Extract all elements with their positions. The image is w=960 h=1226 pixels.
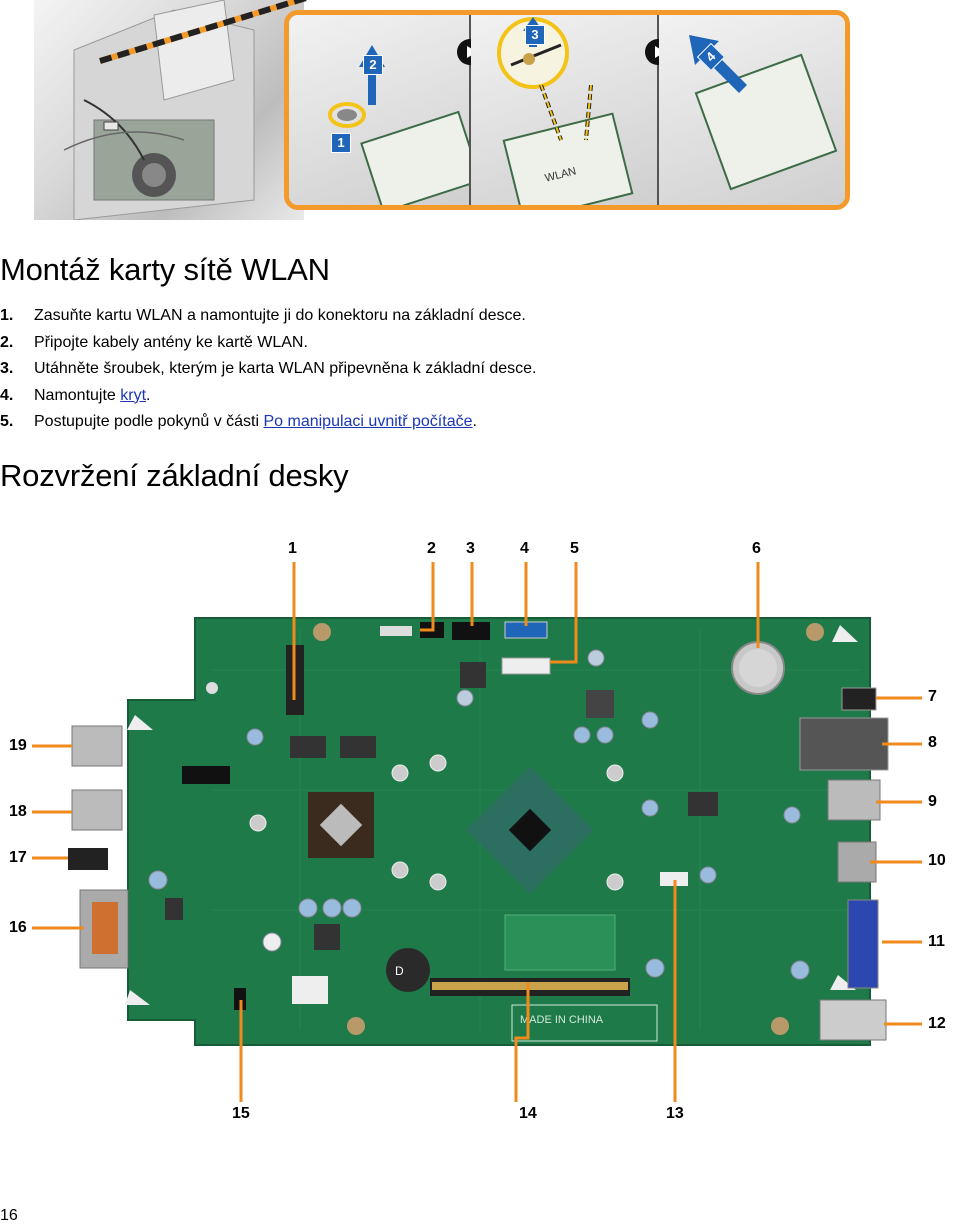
connector-13 (660, 872, 688, 886)
callout-3: 3 (466, 540, 475, 557)
link-cover[interactable]: kryt (120, 386, 147, 404)
mounting-hole (806, 623, 824, 641)
step-item: 5. Postupujte podle pokynů v části Po man… (0, 411, 536, 438)
svg-text:D: D (395, 964, 404, 978)
callout-1: 1 (288, 540, 297, 557)
motherboard-layout-figure: D (0, 530, 960, 1150)
steps-frame: 1 2 WLAN 3 (284, 10, 850, 210)
callout-14: 14 (519, 1105, 537, 1122)
arrow-diagonal-icon (689, 35, 747, 93)
callout-5: 5 (570, 540, 579, 557)
step-panel-2: WLAN 3 (471, 15, 657, 205)
port-18 (71, 789, 123, 831)
section-title-wlan-install: Montáž karty sítě WLAN (0, 252, 330, 287)
callout-8: 8 (928, 734, 937, 751)
port-10 (837, 841, 877, 883)
step-item: 3. Utáhněte šroubek, kterým je karta WLAN… (0, 358, 536, 385)
callout-19: 19 (9, 737, 27, 754)
mounting-hole (771, 1017, 789, 1035)
callout-6: 6 (752, 540, 761, 557)
wlan-installation-figure: 1 2 WLAN 3 (34, 0, 856, 222)
card-label: WLAN (543, 165, 578, 185)
panel-divider (469, 15, 471, 205)
step-panel-3: 4 (659, 15, 845, 205)
callout-7: 7 (928, 688, 937, 705)
step-item: 4. Namontujte kryt. (0, 385, 536, 412)
callout-4: 4 (520, 540, 529, 557)
dell-logo (386, 948, 430, 992)
step-badge-2: 2 (363, 55, 383, 75)
callout-10: 10 (928, 852, 946, 869)
sata-power-connector (501, 657, 551, 675)
callout-11: 11 (928, 933, 945, 950)
step-text: Zasuňte kartu WLAN a namontujte ji do ko… (34, 307, 526, 324)
step-text-end: . (146, 386, 151, 404)
port-17 (68, 848, 108, 870)
mounting-hole (206, 682, 218, 694)
pin-header-15 (234, 988, 246, 1010)
callout-12: 12 (928, 1015, 946, 1032)
step-text: Utáhněte šroubek, kterým je karta WLAN p… (34, 360, 537, 377)
callout-18: 18 (9, 803, 27, 820)
callout-17: 17 (9, 849, 27, 866)
label-sticker (292, 976, 328, 1004)
antenna-connector-zoom-icon (497, 17, 569, 89)
arrow-up-icon (359, 45, 385, 105)
port-11 (847, 899, 879, 989)
case-drawing (63, 0, 255, 221)
board-marking: MADE IN CHINA (520, 1014, 604, 1026)
computer-case-photo (34, 0, 304, 221)
step-badge-3: 3 (525, 25, 545, 45)
mounting-hole (313, 623, 331, 641)
panel-divider (657, 15, 659, 205)
power-header (452, 622, 490, 640)
step-text: Postupujte podle pokynů v části (34, 413, 264, 430)
port-19 (71, 725, 123, 767)
installation-steps: 1. Zasuňte kartu WLAN a namontujte ji do … (0, 305, 536, 438)
step-text: Připojte kabely antény ke kartě WLAN. (34, 333, 308, 351)
callout-2: 2 (427, 540, 436, 557)
step-badge-1: 1 (331, 133, 351, 153)
step-text: Namontujte (34, 386, 121, 404)
port-7 (841, 687, 877, 711)
pin-header (182, 766, 230, 784)
link-after-working-inside[interactable]: Po manipulaci uvnitř počítače (263, 413, 473, 430)
step-item: 2. Připojte kabely antény ke kartě WLAN. (0, 332, 536, 359)
step-number: 3. (0, 360, 14, 377)
step-panel-1: 1 2 (289, 15, 482, 205)
step-item: 1. Zasuňte kartu WLAN a namontujte ji do … (0, 305, 536, 332)
port-12 (819, 999, 887, 1041)
page-number: 16 (0, 1207, 18, 1224)
mounting-hole (347, 1017, 365, 1035)
wlan-card (360, 110, 482, 205)
callout-16: 16 (9, 919, 27, 936)
step-number: 4. (0, 386, 14, 404)
port-9 (827, 779, 881, 821)
callout-leaders (32, 562, 922, 1102)
mounting-hole (249, 814, 267, 832)
step-text-end: . (472, 413, 477, 430)
screw-highlight-icon (328, 102, 366, 128)
step-number: 2. (0, 333, 14, 351)
section-title-board-layout: Rozvržení základní desky (0, 458, 349, 493)
callout-15: 15 (232, 1105, 250, 1122)
motherboard-drawing: D (32, 562, 922, 1102)
step-number: 5. (0, 413, 14, 430)
callout-13: 13 (666, 1105, 684, 1122)
step-number: 1. (0, 307, 14, 324)
callout-9: 9 (928, 793, 937, 810)
antenna-cables-icon (539, 85, 593, 141)
port-8 (799, 717, 889, 771)
